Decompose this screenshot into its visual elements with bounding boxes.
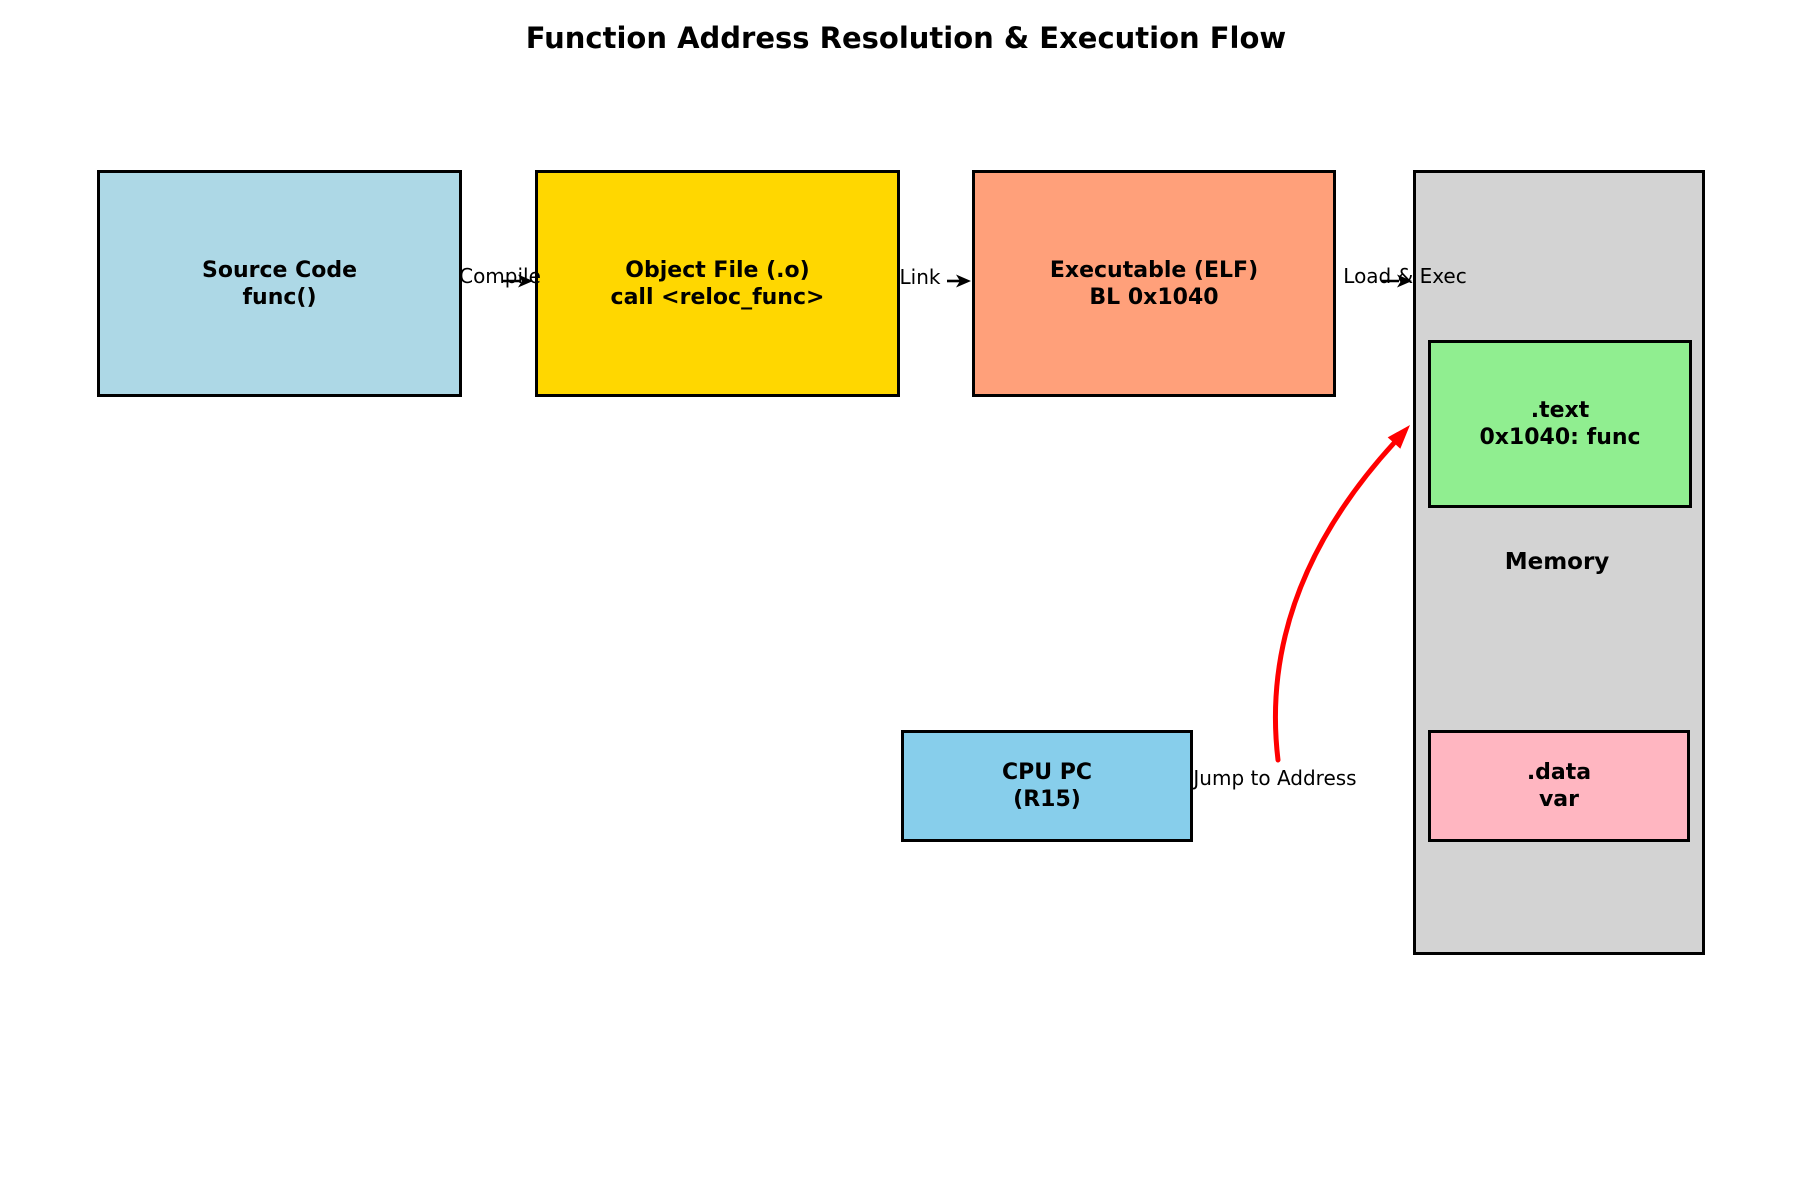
jump-arrow: [1273, 425, 1410, 763]
node-data-section-line1: .data: [1526, 760, 1592, 785]
node-object-file: Object File (.o) call <reloc_func>: [535, 170, 900, 397]
edge-label-load-exec: Load & Exec: [1343, 264, 1467, 288]
node-executable-elf-line2: BL 0x1040: [1089, 284, 1219, 310]
edge-label-jump: Jump to Address: [1193, 766, 1357, 790]
node-cpu-pc-line2: (R15): [1013, 787, 1081, 812]
memory-label: Memory: [1504, 549, 1610, 575]
edge-label-compile: Compile: [459, 264, 541, 288]
node-object-file-line1: Object File (.o): [625, 257, 810, 283]
node-source-code: Source Code func(): [97, 170, 462, 397]
node-data-section-line2: var: [1538, 787, 1580, 812]
link-arrow: [947, 274, 971, 288]
node-object-file-line2: call <reloc_func>: [610, 284, 825, 310]
page-title: Function Address Resolution & Execution …: [525, 21, 1287, 55]
node-text-section-line2: 0x1040: func: [1479, 425, 1641, 450]
node-source-code-line2: func(): [242, 284, 317, 310]
node-cpu-pc: CPU PC (R15): [901, 730, 1193, 842]
node-source-code-line1: Source Code: [201, 257, 358, 283]
node-cpu-pc-line1: CPU PC: [1001, 760, 1093, 785]
node-executable-elf-line1: Executable (ELF): [1049, 257, 1259, 283]
node-text-section-line1: .text: [1530, 398, 1590, 423]
node-text-section: .text 0x1040: func: [1428, 340, 1692, 508]
node-data-section: .data var: [1428, 730, 1690, 842]
edge-label-link: Link: [899, 265, 941, 289]
node-executable-elf: Executable (ELF) BL 0x1040: [972, 170, 1336, 397]
